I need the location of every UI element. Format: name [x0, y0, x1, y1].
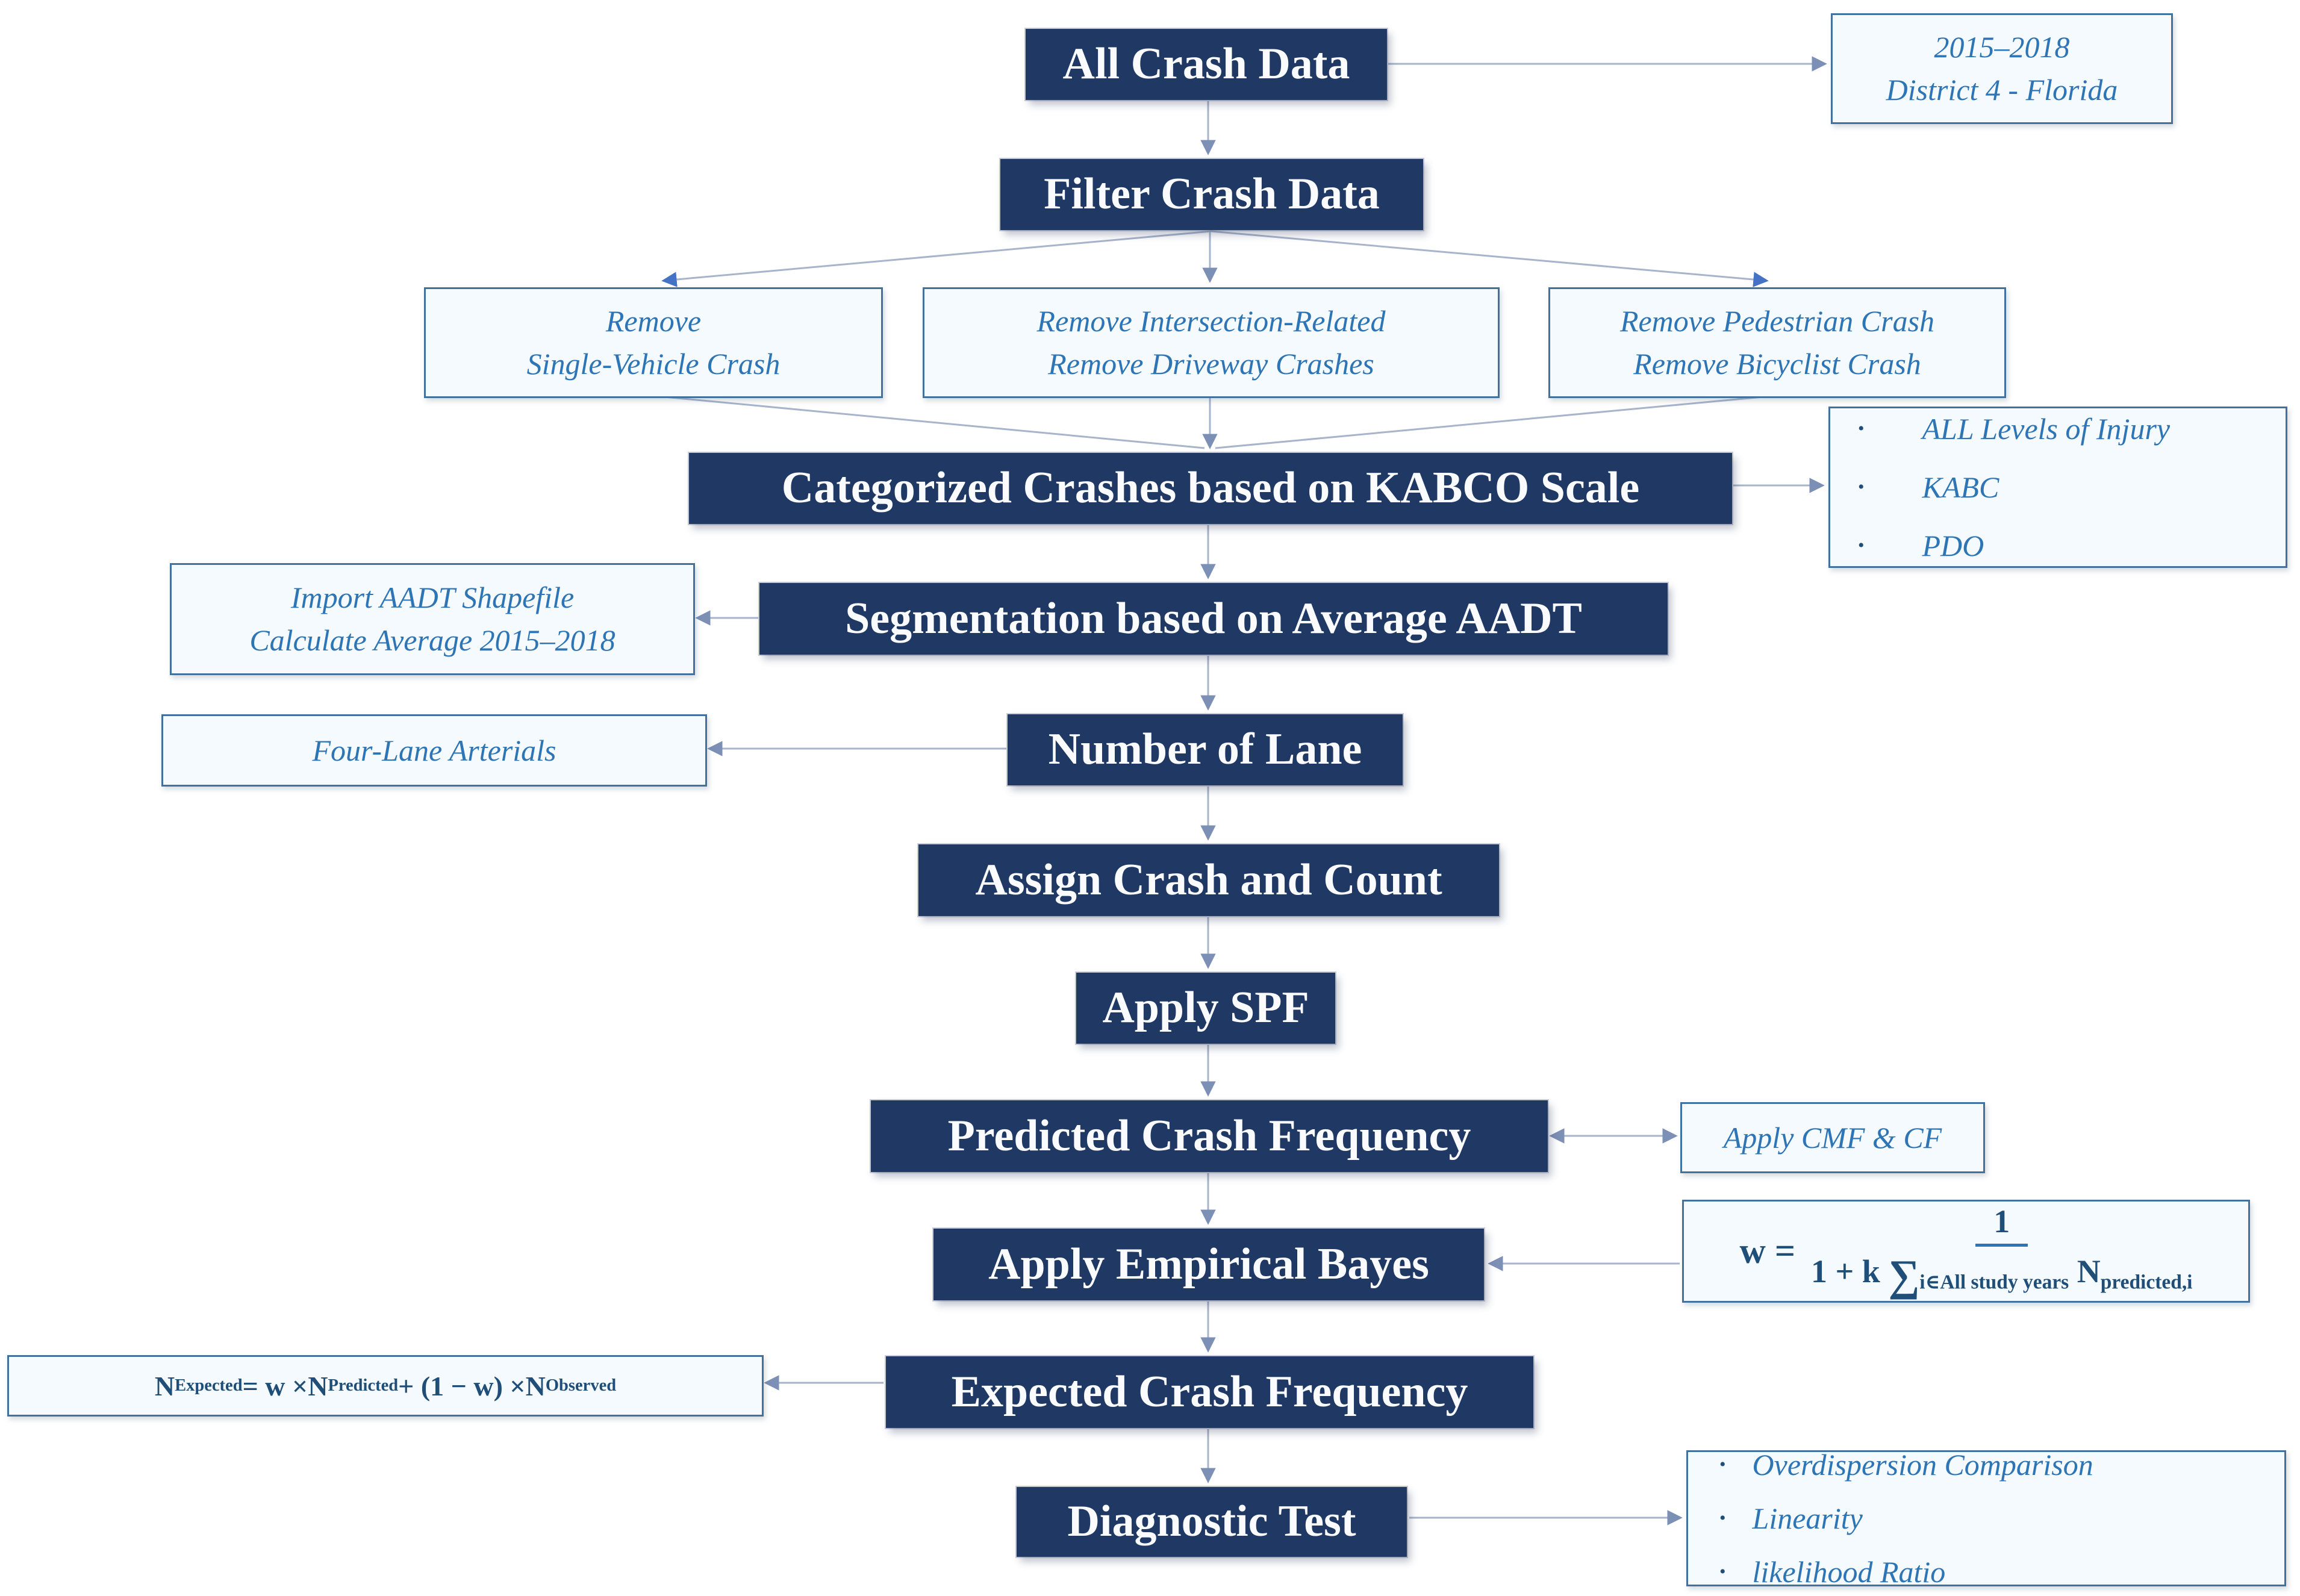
weight-numerator: 1: [1975, 1203, 2028, 1247]
sigma-subscript: i∈All study years: [1919, 1271, 2069, 1294]
node-segmentation-aadt: Segmentation based on Average AADT: [759, 583, 1668, 655]
weight-fraction: 1 1 + k ∑i∈All study years Npredicted,i: [1811, 1203, 2192, 1300]
note-filter-ped-bike: Remove Pedestrian Crash Remove Bicyclist…: [1548, 287, 2006, 398]
nexp-s2: Predicted: [328, 1376, 399, 1395]
line-rightbox-to-kabco: [1215, 394, 1776, 449]
list-item: • ALL Levels of Injury: [1830, 408, 2286, 450]
nexp-op1: = w ×: [242, 1370, 308, 1401]
bullet-icon: •: [1719, 1454, 1726, 1474]
nexp-op2: + (1 − w) ×: [398, 1370, 526, 1401]
filter-right-line2: Remove Bicyclist Crash: [1633, 347, 1921, 381]
node-predicted-crash-frequency: Predicted Crash Frequency: [871, 1100, 1548, 1172]
nexp-n1: N: [154, 1370, 175, 1401]
node-all-crash-data: All Crash Data: [1026, 29, 1387, 100]
diag-bullet-3: likelihood Ratio: [1752, 1554, 1946, 1589]
nexp-s1: Expected: [175, 1376, 243, 1395]
node-kabco-scale: Categorized Crashes based on KABCO Scale: [689, 453, 1732, 524]
node-number-of-lane: Number of Lane: [1008, 714, 1403, 785]
node-assign-crash-count: Assign Crash and Count: [918, 844, 1499, 916]
cmf-label: Apply CMF & CF: [1723, 1120, 1942, 1155]
nexp-n3: N: [525, 1370, 546, 1401]
aadt-line2: Calculate Average 2015–2018: [249, 623, 616, 657]
filter-left-line1: Remove: [605, 304, 702, 338]
weight-denominator: 1 + k ∑i∈All study years Npredicted,i: [1811, 1247, 2192, 1300]
aadt-line1: Import AADT Shapefile: [290, 581, 575, 614]
note-filter-intersection-driveway: Remove Intersection-Related Remove Drive…: [923, 287, 1500, 398]
bullet-icon: •: [1858, 477, 1865, 497]
list-item: • PDO: [1830, 525, 2286, 567]
n-subscript: predicted,i: [2100, 1271, 2193, 1294]
bullet-icon: •: [1719, 1508, 1726, 1528]
kabco-bullet-2: KABC: [1922, 470, 1999, 504]
weight-lhs: w =: [1739, 1231, 1796, 1271]
den-prefix: 1 + k: [1811, 1253, 1889, 1289]
formula-eb-weight: w = 1 1 + k ∑i∈All study years Npredicte…: [1682, 1200, 2250, 1303]
line-leftbox-to-kabco: [651, 394, 1205, 449]
note-kabco-categories: • ALL Levels of Injury • KABC • PDO: [1828, 407, 2287, 568]
bullet-icon: •: [1858, 535, 1865, 555]
list-item: • Overdispersion Comparison: [1688, 1444, 2284, 1486]
node-apply-spf: Apply SPF: [1076, 973, 1335, 1044]
note-apply-cmf-cf: Apply CMF & CF: [1680, 1102, 1985, 1173]
filter-right-line1: Remove Pedestrian Crash: [1619, 304, 1935, 338]
note-aadt-shapefile: Import AADT Shapefile Calculate Average …: [170, 563, 695, 675]
filter-middle-line2: Remove Driveway Crashes: [1048, 347, 1374, 381]
arrow-filter-to-right-box: [1211, 230, 1769, 287]
note-period-line2: District 4 - Florida: [1886, 73, 2118, 107]
list-item: • likelihood Ratio: [1688, 1551, 2284, 1594]
node-diagnostic-test: Diagnostic Test: [1017, 1487, 1407, 1557]
kabco-bullet-1: ALL Levels of Injury: [1922, 411, 2171, 446]
filter-middle-line1: Remove Intersection-Related: [1036, 304, 1386, 338]
node-expected-crash-frequency: Expected Crash Frequency: [886, 1356, 1533, 1428]
note-period-line1: 2015–2018: [1934, 30, 2070, 64]
nexp-n2: N: [308, 1370, 328, 1401]
n-symbol: N: [2069, 1253, 2101, 1289]
list-item: • Linearity: [1688, 1497, 2284, 1540]
node-apply-empirical-bayes: Apply Empirical Bayes: [933, 1229, 1484, 1300]
bullet-icon: •: [1719, 1562, 1726, 1582]
note-filter-single-vehicle: Remove Single-Vehicle Crash: [424, 287, 883, 398]
list-item: • KABC: [1830, 466, 2286, 509]
bullet-icon: •: [1858, 419, 1865, 438]
arrow-filter-to-left-box: [661, 230, 1212, 287]
nexp-s3: Observed: [545, 1376, 617, 1395]
four-lane-label: Four-Lane Arterials: [312, 733, 556, 767]
diag-bullet-1: Overdispersion Comparison: [1752, 1447, 2093, 1482]
filter-left-line2: Single-Vehicle Crash: [526, 347, 781, 381]
kabco-bullet-3: PDO: [1922, 528, 1984, 563]
sigma-symbol: ∑: [1888, 1250, 1920, 1300]
note-study-period: 2015–2018 District 4 - Florida: [1831, 13, 2173, 124]
note-four-lane-arterials: Four-Lane Arterials: [161, 714, 707, 787]
node-filter-crash-data: Filter Crash Data: [1000, 159, 1423, 230]
note-diagnostic-tests: • Overdispersion Comparison • Linearity …: [1686, 1448, 2286, 1589]
diag-bullet-2: Linearity: [1752, 1501, 1863, 1535]
